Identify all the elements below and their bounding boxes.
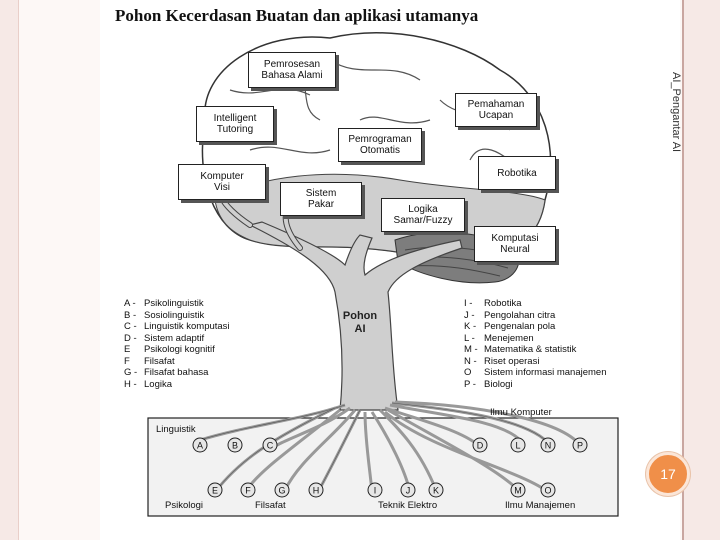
legend-item: L -Menejemen bbox=[464, 332, 534, 344]
legend-item: J -Pengolahan citra bbox=[464, 309, 556, 321]
box-komputasi-neural: Komputasi Neural bbox=[474, 226, 556, 262]
root-label-ilmu-manajemen: Ilmu Manajemen bbox=[505, 500, 576, 511]
legend-item: P -Biologi bbox=[464, 378, 513, 390]
tree-trunk bbox=[248, 221, 463, 411]
box-komputer-visi: Komputer Visi bbox=[178, 164, 266, 200]
legend-right: I -Robotika J -Pengolahan citra K -Penge… bbox=[464, 298, 607, 390]
legend-item: I -Robotika bbox=[464, 298, 522, 309]
box-sistem-pakar: Sistem Pakar bbox=[280, 182, 362, 216]
box-logika-samar: Logika Samar/Fuzzy bbox=[381, 198, 465, 232]
legend-item: B -Sosiolinguistik bbox=[124, 309, 205, 321]
root-label-ilmu-komputer: Ilmu Komputer bbox=[490, 407, 552, 418]
legend-item: K -Pengenalan pola bbox=[464, 321, 556, 332]
slide-frame-left bbox=[0, 0, 19, 540]
slide-frame-right bbox=[682, 0, 720, 540]
page-number-badge: 17 bbox=[646, 452, 690, 496]
side-label: AI_Pengantar AI bbox=[670, 72, 682, 153]
legend-item: G -Filsafat bahasa bbox=[124, 367, 209, 378]
root-label-linguistik: Linguistik bbox=[156, 424, 196, 435]
root-label-psikologi: Psikologi bbox=[165, 500, 204, 511]
trunk-label: Pohon AI bbox=[342, 310, 378, 335]
box-intelligent-tutoring: Intelligent Tutoring bbox=[196, 106, 274, 142]
roots-outline bbox=[199, 402, 551, 493]
root-label-filsafat: Filsafat bbox=[255, 500, 286, 511]
legend-item: C -Linguistik komputasi bbox=[124, 321, 230, 332]
legend-item: A -Psikolinguistik bbox=[124, 298, 204, 309]
box-pemrosesan-bahasa-alami: Pemrosesan Bahasa Alami bbox=[248, 52, 336, 88]
legend-left: A -Psikolinguistik B -Sosiolinguistik C … bbox=[124, 298, 230, 390]
figure-title: Pohon Kecerdasan Buatan dan aplikasi uta… bbox=[115, 6, 479, 25]
legend-item: M -Matematika & statistik bbox=[464, 344, 577, 355]
legend-item: N -Riset operasi bbox=[464, 355, 540, 367]
box-robotika: Robotika bbox=[478, 156, 556, 190]
root-label-teknik-elektro: Teknik Elektro bbox=[378, 500, 438, 511]
legend-item: D -Sistem adaptif bbox=[124, 332, 205, 344]
box-pemrograman-otomatis: Pemrograman Otomatis bbox=[338, 128, 422, 162]
box-pemahaman-ucapan: Pemahaman Ucapan bbox=[455, 93, 537, 127]
legend-item: H -Logika bbox=[124, 378, 172, 390]
